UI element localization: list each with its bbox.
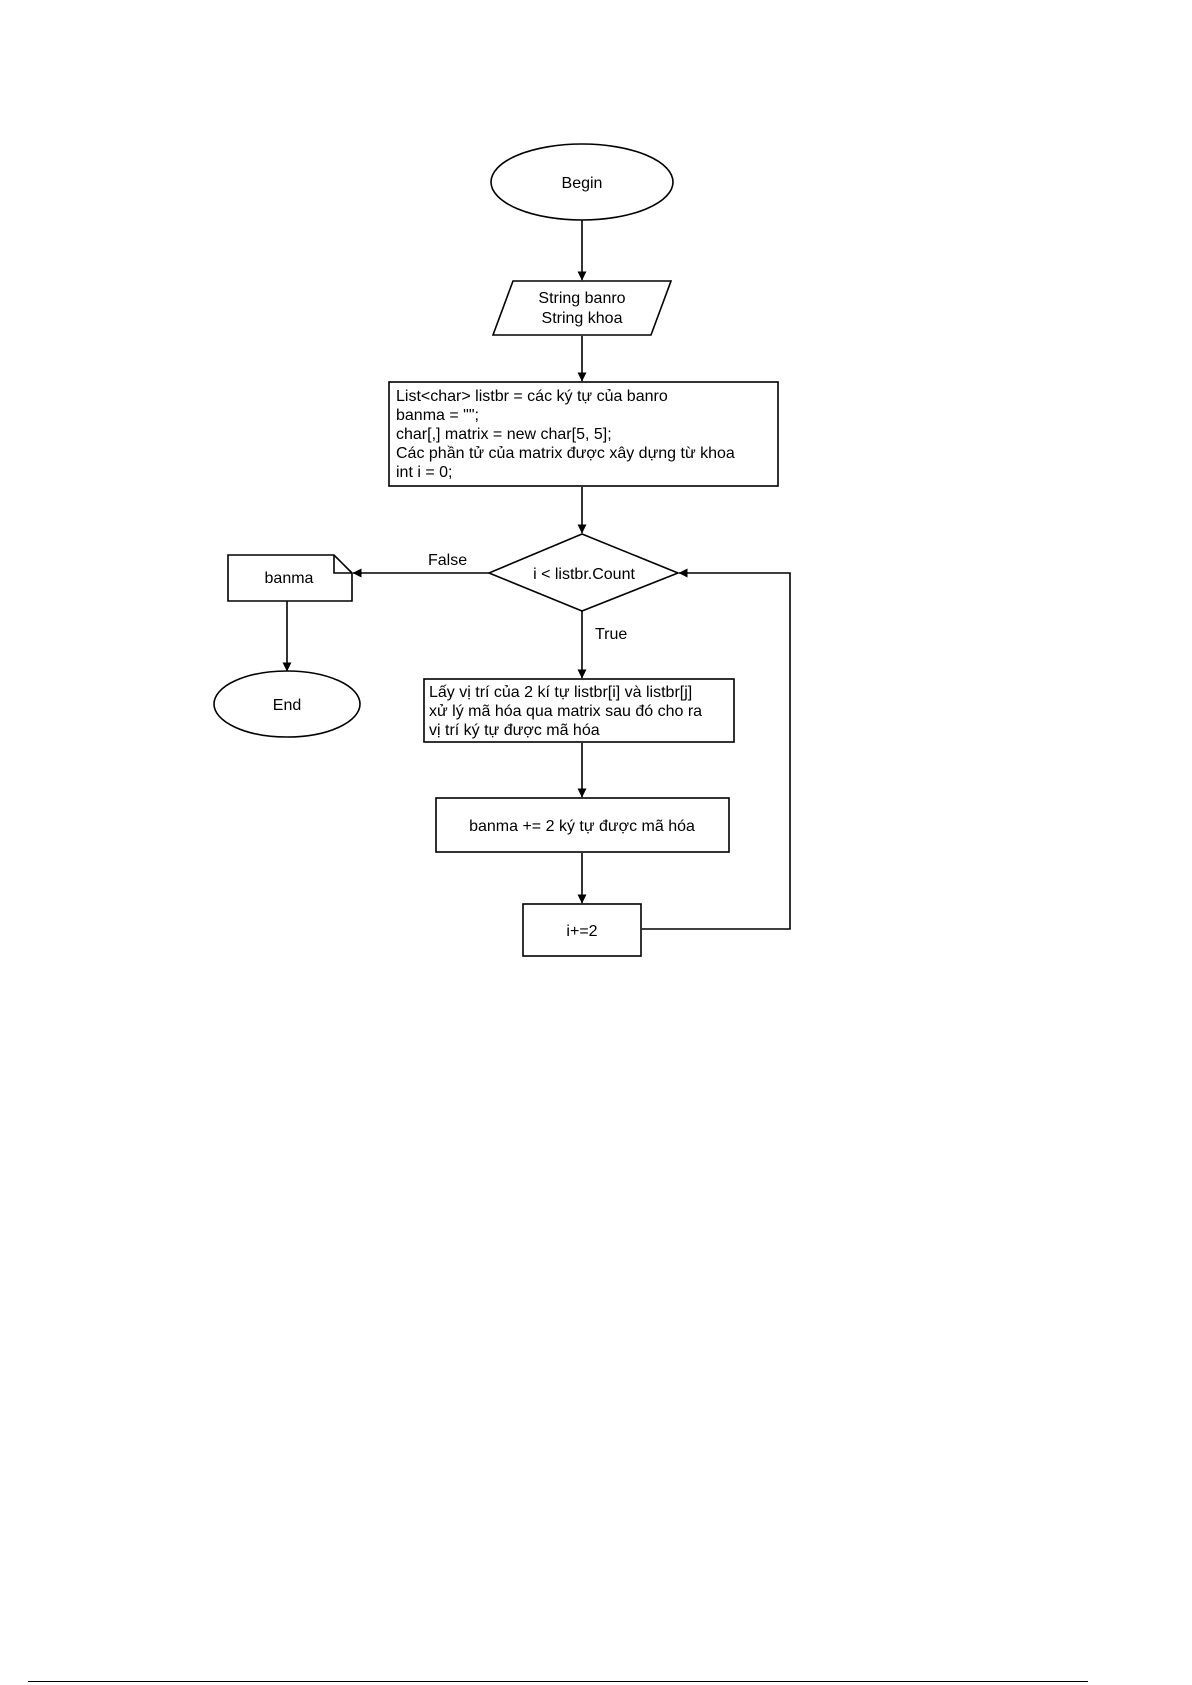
append-box: [435, 797, 730, 853]
edge-label-true: True: [595, 626, 627, 643]
node-input: String banro String khoa: [491, 280, 673, 336]
init-line-3: char[,] matrix = new char[5, 5];: [396, 426, 612, 443]
edge-increment-loop-to-condition: [642, 568, 791, 930]
append-label: banma += 2 ký tự được mã hóa: [469, 818, 695, 835]
end-label: End: [273, 697, 301, 714]
node-condition: i < listbr.Count: [486, 533, 681, 612]
process-line-1: Lấy vị trí của 2 kí tự listbr[i] và list…: [429, 684, 692, 701]
node-end: End: [213, 670, 361, 738]
process-box: [423, 678, 735, 743]
node-increment: i+=2: [522, 903, 642, 957]
edges-layer: [282, 220, 791, 930]
input-parallelogram-shape: [491, 280, 673, 336]
page-footer-rule: [28, 1681, 1088, 1682]
process-line-3: vị trí ký tự được mã hóa: [429, 722, 600, 739]
node-process: Lấy vị trí của 2 kí tự listbr[i] và list…: [423, 678, 735, 743]
edge-label-false: False: [428, 552, 467, 569]
node-output: banma: [227, 554, 353, 602]
input-line-1: String banro: [538, 290, 625, 307]
input-line-2: String khoa: [542, 310, 623, 327]
condition-label: i < listbr.Count: [533, 566, 635, 583]
output-label: banma: [265, 570, 314, 587]
node-append: banma += 2 ký tự được mã hóa: [435, 797, 730, 853]
node-begin: Begin: [490, 143, 674, 221]
init-line-4: Các phần tử của matrix được xây dựng từ …: [396, 445, 735, 462]
condition-diamond-shape: [486, 533, 681, 612]
process-line-2: xử lý mã hóa qua matrix sau đó cho ra: [429, 703, 702, 720]
init-line-5: int i = 0;: [396, 464, 452, 481]
increment-label: i+=2: [566, 923, 597, 940]
begin-terminal-shape: [490, 143, 674, 221]
end-terminal-shape: [213, 670, 361, 738]
init-line-1: List<char> listbr = các ký tự của banro: [396, 388, 668, 405]
output-document-fold: [333, 555, 352, 574]
output-document-shape: [227, 554, 353, 602]
begin-label: Begin: [562, 175, 603, 192]
node-init: List<char> listbr = các ký tự của banro …: [388, 381, 779, 487]
increment-box: [522, 903, 642, 957]
init-line-2: banma = "";: [396, 407, 479, 424]
init-process-box: [388, 381, 779, 487]
